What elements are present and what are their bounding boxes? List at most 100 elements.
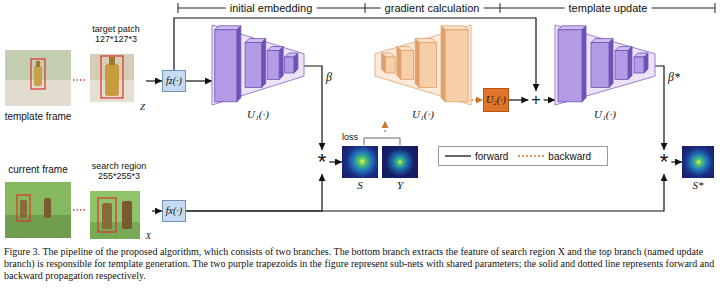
layer-block [279, 47, 283, 80]
function-box: fz(·) [162, 70, 186, 92]
node-label: template frame [3, 111, 73, 123]
subnet-trapezoid: U₁(·) [375, 25, 471, 121]
photo-frame: current frame [3, 164, 73, 240]
stage-title: initial embedding [226, 1, 317, 15]
heatmap-image [682, 146, 714, 178]
legend: forward backward [438, 146, 608, 166]
layer-block [245, 43, 262, 88]
node-label: X [146, 231, 152, 241]
photo-frame: template frame [3, 48, 73, 122]
node-label: loss [342, 132, 358, 142]
layer-block [582, 26, 586, 102]
layer-block [419, 43, 436, 88]
search-region-photo [102, 203, 112, 229]
legend-line-sample [518, 155, 544, 156]
node-label: U₁(·) [555, 108, 655, 121]
layer-block [628, 47, 632, 80]
function-box: U₂(·) [483, 88, 509, 112]
subnet-shape [555, 25, 655, 105]
search-region-photo [90, 191, 140, 239]
layer-block [262, 39, 266, 88]
image-patch: search region 255*255*3X [86, 161, 152, 241]
current-photo [17, 195, 30, 221]
target-patch-photo [105, 64, 119, 96]
correlation-operator: * [315, 150, 330, 174]
forward-arrow [304, 66, 322, 150]
layer-block [609, 39, 613, 88]
response-map: S [342, 146, 378, 192]
forward-arrow [186, 80, 212, 81]
response-map: S* [682, 146, 714, 192]
layer-block [382, 53, 386, 73]
node-label: current frame [3, 164, 73, 176]
search-region-photo [122, 201, 132, 229]
heatmap-image [382, 146, 418, 178]
node-label: search region 255*255*3 [86, 161, 152, 182]
layer-block [445, 30, 468, 102]
node-label: fx(·) [166, 205, 182, 217]
forward-arrow [544, 99, 555, 100]
layer-block [558, 30, 582, 102]
layer-block [386, 57, 396, 73]
layer-block [215, 30, 237, 102]
current-photo [5, 215, 71, 238]
current-photo [5, 182, 71, 238]
node-label: S* [682, 179, 714, 192]
forward-arrow [329, 161, 342, 162]
heatmap-image [342, 146, 378, 178]
legend-line-sample [445, 155, 471, 156]
layer-block [397, 47, 401, 80]
layer-block [415, 39, 419, 88]
layer-block [285, 57, 294, 73]
layer-block [267, 51, 279, 80]
node-label: U₁(·) [375, 108, 471, 121]
layer-block [558, 26, 586, 30]
subnet-outline [375, 25, 471, 105]
layer-block [294, 53, 298, 73]
template-symbol: β* [668, 70, 680, 85]
image-patch: target patch 127*127*3Z [86, 24, 146, 112]
figure-caption: Figure 3. The pipeline of the proposed a… [4, 246, 716, 282]
subnet-shape [212, 25, 304, 105]
sum-operator: + [528, 91, 543, 109]
template-photo [31, 59, 45, 89]
operator-symbol: * [318, 151, 327, 173]
legend-line-sample [445, 152, 471, 160]
forward-arrow [186, 174, 322, 211]
target-patch-photo [90, 54, 134, 102]
subnet-trapezoid: U₁(·) [212, 25, 304, 121]
template-photo [36, 61, 40, 67]
subnet-outline [555, 25, 655, 105]
crop-leader [73, 209, 86, 210]
legend-line-sample [518, 152, 544, 160]
loss-bracket [364, 138, 400, 145]
subnet-trapezoid: U₁(·) [555, 25, 655, 121]
layer-block [401, 51, 413, 80]
stage-title: template update [565, 1, 652, 15]
legend-item: backward [518, 151, 591, 162]
correlation-operator: * [657, 150, 672, 174]
backward-arrow [384, 121, 385, 132]
layer-block [441, 26, 445, 102]
operator-symbol: * [660, 151, 669, 173]
backward-arrow [471, 99, 483, 100]
layer-block [644, 53, 648, 73]
subnet-shape [375, 25, 471, 105]
layer-block [591, 43, 609, 88]
forward-arrow [655, 66, 664, 150]
stage-title: gradient calculation [381, 1, 484, 15]
layer-block [634, 57, 644, 73]
layer-block [615, 51, 628, 80]
template-photo [5, 50, 71, 106]
forward-arrow [152, 210, 162, 211]
forward-arrow [186, 174, 664, 211]
current-photo [20, 200, 27, 218]
forward-arrow [146, 80, 162, 81]
node-label: U₂(·) [486, 94, 506, 106]
forward-arrow [671, 161, 682, 162]
function-box: fx(·) [162, 200, 186, 222]
search-region-photo [90, 191, 140, 239]
legend-item: forward [445, 151, 508, 162]
template-symbol: β [326, 70, 332, 85]
node-label: U₁(·) [212, 108, 304, 121]
